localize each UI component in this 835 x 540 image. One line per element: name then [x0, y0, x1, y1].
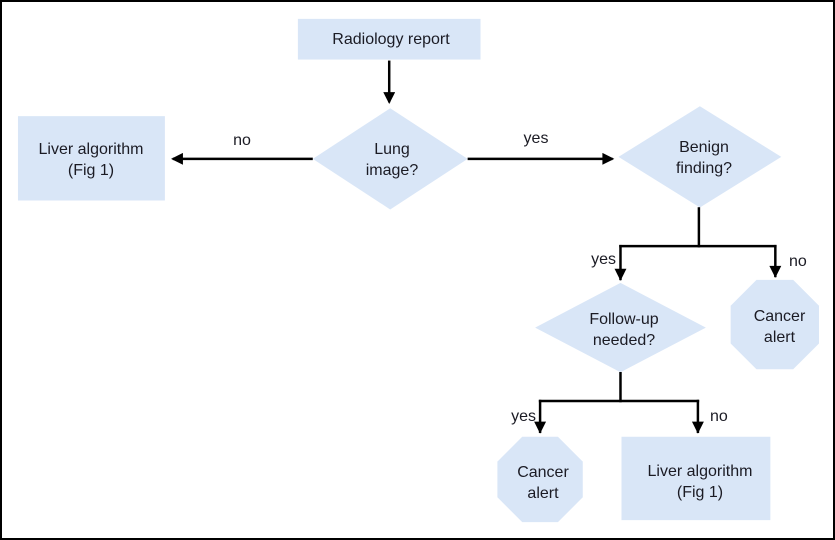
liver-algorithm-bottom-label: Liver algorithm (Fig 1) [647, 463, 753, 501]
edge-label-followup-yes: yes [511, 408, 536, 425]
edge-label-lung-no: no [233, 132, 251, 149]
follow-up-needed-diamond [535, 282, 706, 373]
edge-label-followup-no: no [710, 408, 728, 425]
lung-image-diamond [312, 108, 468, 210]
liver-algorithm-left-box [17, 116, 165, 201]
edge-label-benign-yes: yes [591, 251, 616, 268]
edge-label-benign-no: no [789, 253, 807, 270]
edge-label-lung-yes: yes [523, 130, 549, 147]
benign-finding-label: Benign finding? [675, 139, 733, 177]
radiology-report-box [297, 18, 481, 60]
cancer-alert-top-octagon [730, 279, 820, 370]
cancer-alert-top-label: Cancer alert [753, 308, 806, 346]
lung-image-label: Lung image? [365, 141, 419, 179]
liver-algorithm-left-label: Liver algorithm (Fig 1) [38, 140, 144, 179]
liver-algorithm-bottom-box [621, 436, 771, 521]
cancer-alert-bottom-octagon [497, 436, 583, 523]
follow-up-needed-label: Follow-up needed? [589, 311, 659, 349]
radiology-report-label: Radiology report [332, 31, 450, 48]
cancer-alert-bottom-label: Cancer alert [517, 464, 569, 502]
